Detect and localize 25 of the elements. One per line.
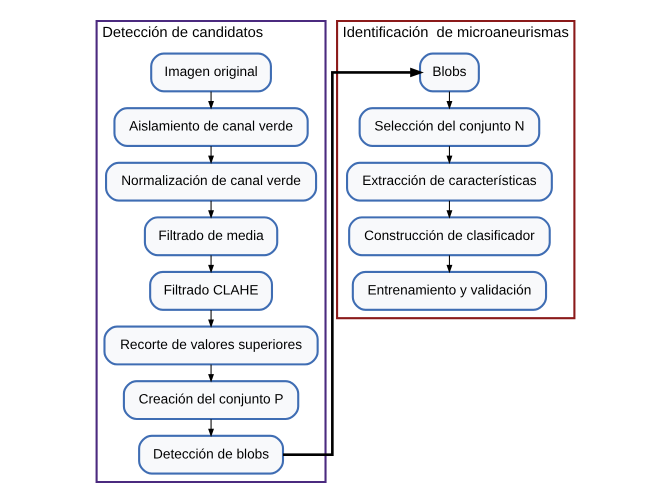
arrow — [446, 92, 452, 110]
node-box: Blobs — [418, 52, 480, 92]
node-box: Extracción de características — [346, 162, 552, 202]
node-box: Selección del conjunto N — [358, 107, 540, 148]
arrow — [446, 146, 452, 164]
node-box: Detección de blobs — [138, 434, 284, 475]
node-box: Construcción de clasificador — [348, 216, 550, 256]
node-box: Creación del conjunto P — [122, 380, 299, 420]
node-box: Aislamiento de canal verde — [112, 107, 308, 148]
node-box: Recorte de valores superiores — [102, 326, 318, 366]
node-box: Filtrado de media — [143, 216, 278, 256]
arrow — [208, 419, 214, 438]
arrow — [208, 92, 214, 110]
arrow — [208, 310, 214, 328]
arrow — [208, 146, 214, 164]
node-box: Imagen original — [150, 52, 272, 92]
node-box: Filtrado CLAHE — [148, 270, 273, 311]
arrow — [208, 364, 214, 382]
arrow — [446, 200, 452, 219]
arrow — [282, 68, 424, 456]
arrow — [208, 255, 214, 274]
arrow — [208, 200, 214, 219]
node-box: Entrenamiento y validación — [351, 270, 547, 311]
node-box: Normalización de canal verde — [104, 162, 317, 202]
arrow — [446, 255, 452, 274]
